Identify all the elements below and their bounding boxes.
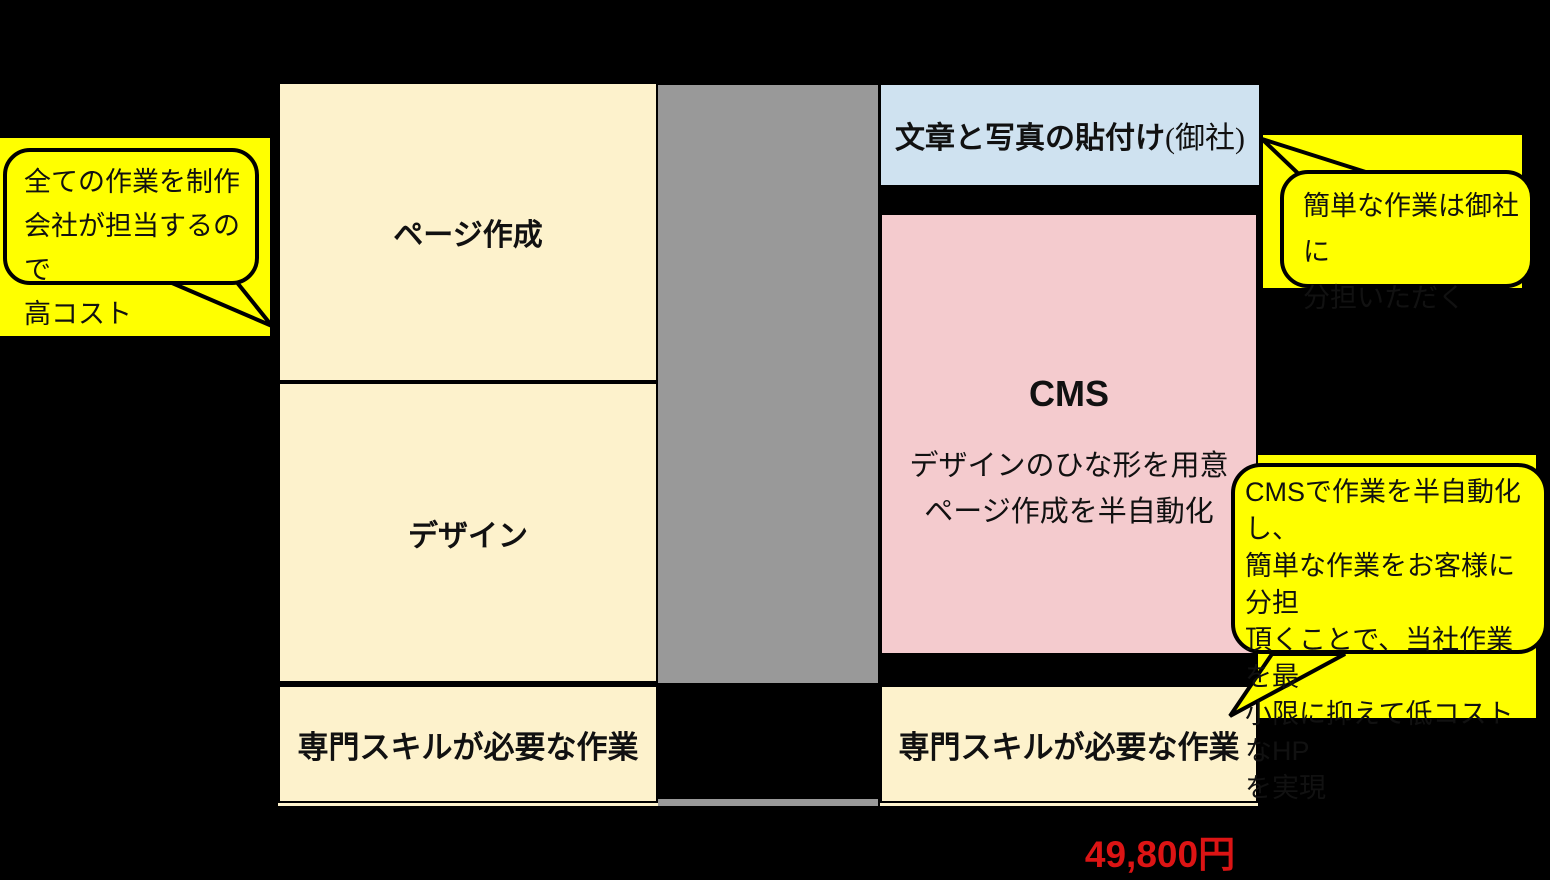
left-skill-label-box: 専門スキルが必要な作業 <box>278 685 658 803</box>
page-creation-label: ページ作成 <box>393 219 543 252</box>
right-skill-label: 専門スキルが必要な作業 <box>898 729 1240 765</box>
cms-box: CMS デザインのひな形を用意 ページ作成を半自動化 <box>880 213 1258 655</box>
left-bubble-text: 全ての作業を制作 会社が担当するので 高コスト <box>24 167 240 329</box>
gray-connector-body <box>657 85 878 683</box>
paste-label: 文章と写真の貼付け <box>895 122 1165 155</box>
left-speech-bubble <box>3 148 274 328</box>
right-skill-label-box: 専門スキルが必要な作業 <box>880 685 1258 803</box>
top-right-bubble-text: 簡単な作業は御社に 分担いただく <box>1303 191 1519 313</box>
paste-label-suffix: (御社) <box>1165 122 1245 155</box>
page-creation-box: ページ作成 <box>278 82 658 382</box>
cms-subtext: デザインのひな形を用意 ページ作成を半自動化 <box>909 450 1229 528</box>
design-box: デザイン <box>278 382 658 683</box>
top-right-speech-bubble <box>1260 137 1534 288</box>
paste-box: 文章と写真の貼付け(御社) <box>878 82 1262 188</box>
bottom-right-bubble-text: CMSで作業を半自動化し、 簡単な作業をお客様に分担 頂くことで、当社作業を最 … <box>1245 477 1521 803</box>
gray-connector-strip <box>657 799 878 806</box>
bottom-right-speech-bubble <box>1228 463 1548 718</box>
price-text: 49,800円 <box>1084 834 1236 875</box>
cms-title: CMS <box>1029 373 1109 414</box>
left-skill-label: 専門スキルが必要な作業 <box>297 729 639 765</box>
design-label: デザイン <box>408 519 528 553</box>
